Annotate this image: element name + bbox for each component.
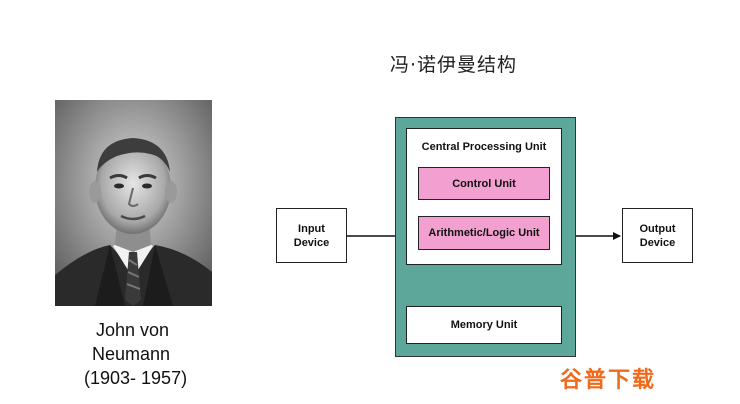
control-unit-box: Control Unit <box>418 167 550 200</box>
caption-line-2: Neumann <box>92 344 171 364</box>
caption-line-3: (1903- 1957) <box>84 368 188 388</box>
input-device-box: Input Device <box>276 208 347 263</box>
input-device-label-2: Device <box>293 236 330 249</box>
portrait-photo <box>55 100 212 306</box>
memory-unit-label: Memory Unit <box>450 319 518 331</box>
portrait-caption: John von Neumann (1903- 1957) <box>70 318 210 390</box>
alu-box: Arithmetic/Logic Unit <box>418 216 550 250</box>
input-device-label-1: Input <box>298 222 325 235</box>
memory-unit-box: Memory Unit <box>406 306 562 344</box>
caption-line-1: John von <box>96 320 170 340</box>
diagram-title: 冯·诺伊曼结构 <box>390 54 518 76</box>
watermark-logo: 谷普下载 <box>560 368 657 393</box>
cpu-label: Central Processing Unit <box>421 141 547 153</box>
alu-label: Arithmetic/Logic Unit <box>428 227 540 239</box>
portrait-illustration <box>55 100 212 306</box>
output-device-label-2: Device <box>639 236 676 249</box>
output-device-box: Output Device <box>622 208 693 263</box>
output-device-label-1: Output <box>639 222 676 235</box>
control-unit-label: Control Unit <box>452 177 516 190</box>
